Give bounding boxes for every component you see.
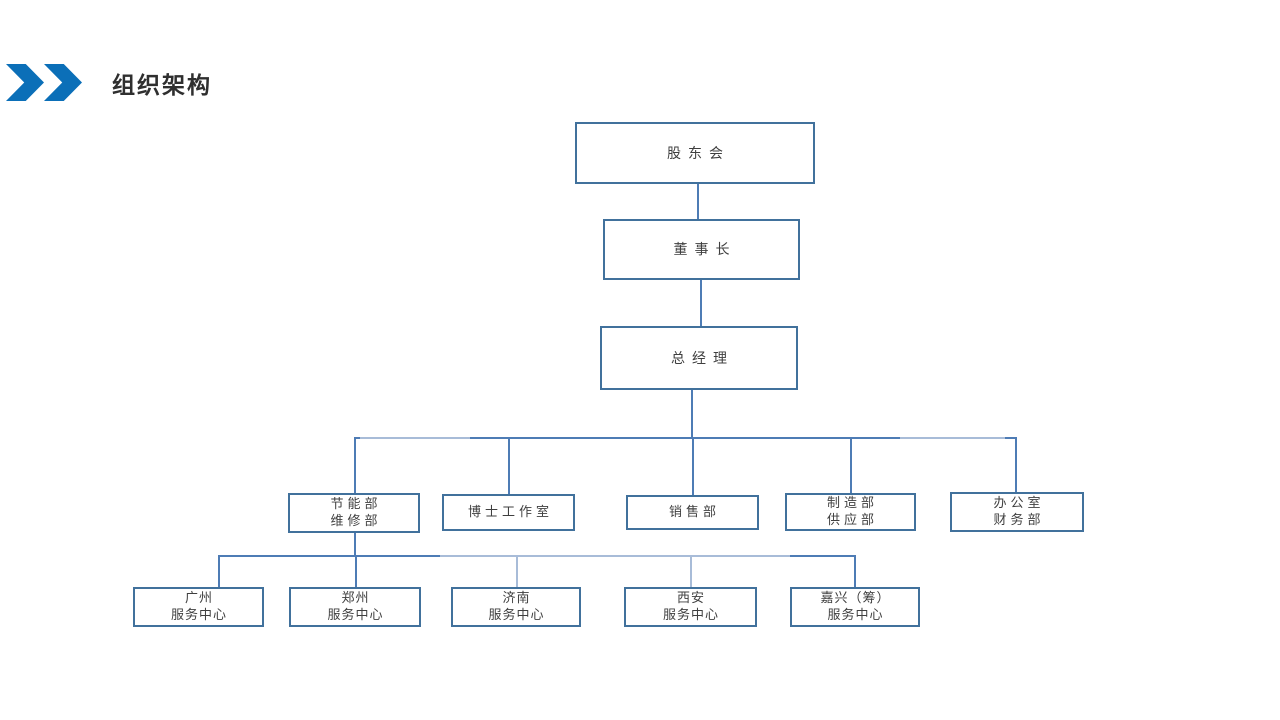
org-node-label: 广州 — [184, 590, 213, 606]
org-node-label: 服务中心 — [662, 607, 719, 622]
connector-drop-energy — [354, 437, 356, 493]
org-node-office-finance: 办公室 财务部 — [950, 492, 1084, 532]
org-node-label: 济南 — [502, 590, 531, 606]
connector-dept-bus-light-segment — [900, 437, 1005, 439]
org-node-jinan-center: 济南 服务中心 — [451, 587, 581, 627]
org-node-label: 服务中心 — [327, 607, 384, 622]
org-node-general-manager: 总经理 — [600, 326, 798, 390]
page-title: 组织架构 — [112, 72, 212, 98]
org-node-label: 郑州 — [341, 590, 370, 606]
org-node-guangzhou-center: 广州 服务中心 — [133, 587, 264, 627]
org-node-zhengzhou-center: 郑州 服务中心 — [289, 587, 421, 627]
org-node-doctor-studio: 博士工作室 — [442, 494, 575, 531]
connector-drop-zhengzhou — [355, 555, 357, 587]
org-node-manufacture-supply: 制造部 供应部 — [785, 493, 916, 531]
connector-energy-centers-trunk — [354, 533, 356, 555]
connector-center-bus-light-segment — [440, 555, 790, 557]
connector-drop-guangzhou — [218, 555, 220, 587]
org-node-label: 财务部 — [993, 512, 1045, 527]
connector-drop-sales — [692, 437, 694, 495]
org-node-shareholders: 股东会 — [575, 122, 815, 184]
org-node-label: 节能部 — [330, 496, 382, 512]
connector-gm-trunk — [691, 390, 693, 437]
connector-shareholders-chairman — [697, 184, 699, 219]
org-node-label: 嘉兴（筹） — [820, 590, 891, 606]
org-node-chairman: 董事长 — [603, 219, 800, 280]
connector-drop-office — [1015, 437, 1017, 492]
chevron-right-icon — [44, 64, 82, 101]
org-node-label: 服务中心 — [827, 607, 884, 622]
connector-drop-jiaxing — [854, 555, 856, 587]
connector-dept-bus — [354, 437, 1017, 439]
org-node-jiaxing-center: 嘉兴（筹） 服务中心 — [790, 587, 920, 627]
org-node-label: 维修部 — [330, 513, 382, 528]
org-node-label: 博士工作室 — [467, 504, 553, 520]
connector-drop-xian — [690, 555, 692, 587]
org-node-label: 服务中心 — [170, 607, 227, 622]
org-node-energy-maintenance: 节能部 维修部 — [288, 493, 420, 533]
connector-dept-bus-light-segment — [360, 437, 470, 439]
chevron-right-icon — [6, 64, 44, 101]
org-node-sales: 销售部 — [626, 495, 759, 530]
connector-drop-doctor — [508, 437, 510, 494]
org-node-xian-center: 西安 服务中心 — [624, 587, 757, 627]
org-node-label: 服务中心 — [488, 607, 545, 622]
org-node-label: 销售部 — [668, 504, 720, 520]
connector-chairman-gm — [700, 280, 702, 326]
org-node-label: 股东会 — [667, 144, 730, 161]
org-node-label: 办公室 — [993, 495, 1045, 511]
org-node-label: 董事长 — [673, 241, 737, 258]
org-node-label: 西安 — [676, 590, 705, 606]
connector-drop-jinan — [516, 555, 518, 587]
org-node-label: 供应部 — [826, 512, 878, 527]
org-node-label: 总经理 — [671, 349, 734, 366]
connector-drop-manufacture — [850, 437, 852, 493]
org-node-label: 制造部 — [826, 495, 878, 511]
